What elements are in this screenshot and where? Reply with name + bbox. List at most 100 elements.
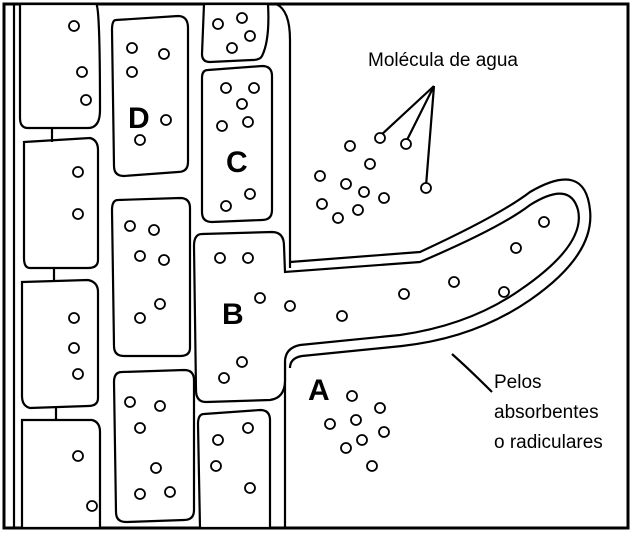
water-molecule: [374, 402, 386, 414]
water-molecule: [134, 312, 146, 324]
water-molecule: [336, 310, 348, 322]
water-molecule: [420, 182, 432, 194]
water-molecule: [340, 442, 352, 454]
water-molecule: [134, 488, 146, 500]
water-molecule: [160, 114, 172, 126]
water-molecule: [124, 220, 136, 232]
water-molecule: [510, 242, 522, 254]
water-molecule: [150, 462, 162, 474]
water-molecule: [216, 120, 228, 132]
water-molecule: [316, 198, 328, 210]
root-surface: [275, 2, 292, 268]
water-molecule: [364, 158, 376, 170]
water-molecule: [86, 500, 98, 512]
water-molecule: [154, 298, 166, 310]
water-molecule: [72, 166, 84, 178]
water-molecule: [352, 204, 364, 216]
water-molecule: [356, 434, 368, 446]
root-hairs-caption-line2: absorbentes: [494, 402, 599, 423]
water-molecule: [72, 450, 84, 462]
water-molecule: [124, 396, 136, 408]
water-molecule: [244, 188, 256, 200]
water-molecule: [164, 486, 176, 498]
water-molecule: [212, 434, 224, 446]
water-pointer-line: [405, 85, 435, 143]
water-molecule: [398, 288, 410, 300]
root-hairs-caption-line1: Pelos: [494, 372, 542, 393]
water-molecule: [346, 390, 358, 402]
cortex-cell: [112, 368, 196, 524]
water-molecule: [242, 116, 254, 128]
left-cell-column: [18, 2, 102, 530]
water-molecule: [314, 170, 326, 182]
label-d: D: [128, 102, 150, 135]
cortex-cell: [196, 408, 272, 530]
label-b: B: [222, 298, 244, 331]
water-molecule: [126, 42, 138, 54]
cell-top-right: [200, 2, 270, 64]
water-molecule: [244, 482, 256, 494]
water-molecule: [236, 356, 248, 368]
hairs-pointer-line: [451, 353, 493, 393]
water-molecule-caption: Molécula de agua: [368, 50, 518, 71]
water-molecule: [448, 276, 460, 288]
water-molecule: [538, 216, 550, 228]
water-molecules: [68, 12, 550, 512]
left-cell: [20, 278, 100, 410]
water-molecule: [72, 368, 84, 380]
water-molecule: [68, 342, 80, 354]
root-hair-wall: [288, 178, 592, 369]
water-molecule: [378, 192, 390, 204]
water-molecule: [350, 414, 362, 426]
water-molecule: [400, 138, 412, 150]
root-hairs-caption-line3: o radiculares: [494, 432, 603, 453]
water-molecule: [374, 132, 386, 144]
water-molecule: [214, 252, 226, 264]
cell-c: [200, 64, 274, 224]
water-molecule: [72, 208, 84, 220]
water-molecule: [134, 250, 146, 262]
water-molecule: [242, 252, 254, 264]
root-hair-cell-b: [192, 192, 580, 404]
water-molecule: [126, 66, 138, 78]
water-molecule: [324, 418, 336, 430]
water-molecule: [134, 134, 146, 146]
water-molecule: [210, 460, 222, 472]
water-molecule: [68, 312, 80, 324]
water-molecule: [158, 254, 170, 266]
water-molecule: [220, 200, 232, 212]
cell-d: [110, 14, 190, 178]
water-molecule: [218, 372, 230, 384]
water-molecule: [76, 66, 88, 78]
water-molecule: [344, 140, 356, 152]
water-molecule: [284, 300, 296, 312]
water-molecule: [248, 82, 260, 94]
water-molecule: [332, 212, 344, 224]
water-molecule: [148, 224, 160, 236]
left-cell: [20, 418, 102, 530]
water-molecule: [80, 94, 92, 106]
water-molecule: [244, 30, 256, 42]
left-cell: [22, 136, 100, 270]
water-molecule: [340, 178, 352, 190]
water-molecule: [134, 422, 146, 434]
water-molecule: [212, 18, 224, 30]
water-pointer-line: [424, 85, 436, 187]
label-a: A: [308, 374, 330, 407]
water-molecule: [236, 98, 248, 110]
water-molecule: [358, 186, 370, 198]
left-cell: [18, 2, 102, 130]
water-molecule: [154, 400, 166, 412]
water-molecule: [498, 286, 510, 298]
water-molecule: [366, 460, 378, 472]
cortex-cell: [110, 196, 192, 358]
water-molecule: [158, 48, 170, 60]
water-molecule: [220, 82, 232, 94]
water-molecule: [378, 426, 390, 438]
water-molecule: [68, 20, 80, 32]
water-molecule: [242, 422, 254, 434]
label-c: C: [226, 146, 248, 179]
water-molecule: [254, 292, 266, 304]
